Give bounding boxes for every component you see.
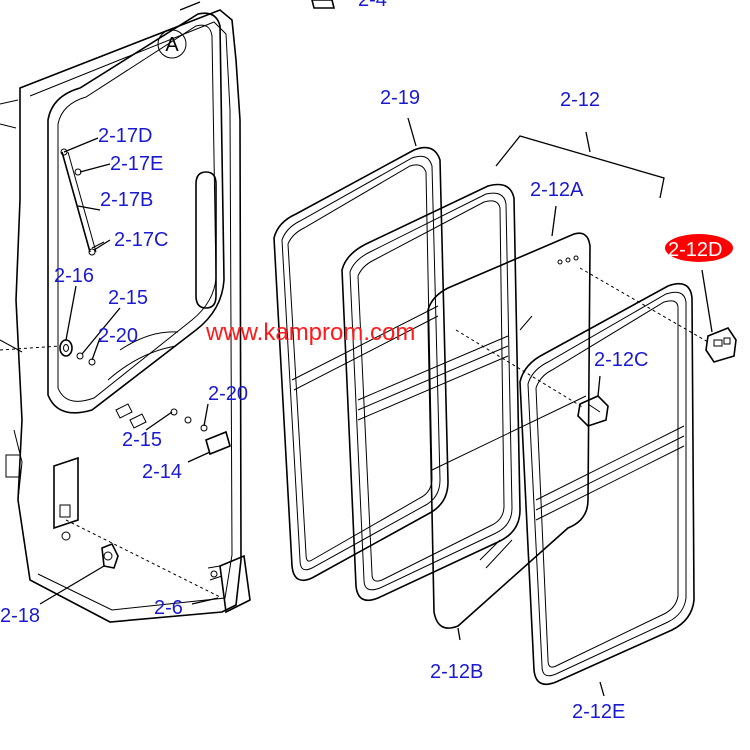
part-labels: 2-4 2-17D 2-17E 2-17B 2-17C 2-16 2-15 2-… xyxy=(0,0,733,723)
handle-part-2-6 xyxy=(207,554,251,614)
label-2-18: 2-18 xyxy=(0,605,40,627)
highlight-2-12D xyxy=(665,234,733,262)
watermark: www.kamprom.com xyxy=(205,319,415,346)
glass-part-2-12B xyxy=(427,232,591,629)
fastener-set xyxy=(59,339,208,432)
label-2-16: 2-16 xyxy=(54,265,94,287)
label-2-4: 2-4 xyxy=(358,0,387,11)
label-2-17C: 2-17C xyxy=(114,229,168,251)
window-assembly xyxy=(273,146,737,686)
stopper-part-2-12D xyxy=(705,327,737,363)
bracket-part-2-14 xyxy=(205,430,231,456)
label-2-19: 2-19 xyxy=(380,87,420,109)
label-2-14: 2-14 xyxy=(142,461,182,483)
striker-part-2-18 xyxy=(101,542,119,569)
label-2-12E: 2-12E xyxy=(572,701,625,723)
label-2-12: 2-12 xyxy=(560,89,600,111)
label-2-6: 2-6 xyxy=(154,597,183,619)
label-2-15-lower: 2-15 xyxy=(122,429,162,451)
callout-a-label: A xyxy=(165,34,179,56)
label-2-15-upper: 2-15 xyxy=(108,287,148,309)
frame-part-2-12E xyxy=(519,282,695,686)
label-2-12C: 2-12C xyxy=(594,349,648,371)
label-2-17B: 2-17B xyxy=(100,189,153,211)
leader-lines xyxy=(0,1,713,697)
label-2-17D: 2-17D xyxy=(98,125,152,147)
label-2-20-right: 2-20 xyxy=(208,383,248,405)
door-body xyxy=(0,0,336,623)
label-2-12D: 2-12D xyxy=(668,239,722,261)
label-2-17E: 2-17E xyxy=(110,153,163,175)
label-2-12B: 2-12B xyxy=(430,661,483,683)
sash-part-2-12A xyxy=(341,183,521,602)
label-2-12A: 2-12A xyxy=(530,179,584,201)
label-2-20-left: 2-20 xyxy=(98,325,138,347)
latch-part-2-12C xyxy=(577,395,609,427)
